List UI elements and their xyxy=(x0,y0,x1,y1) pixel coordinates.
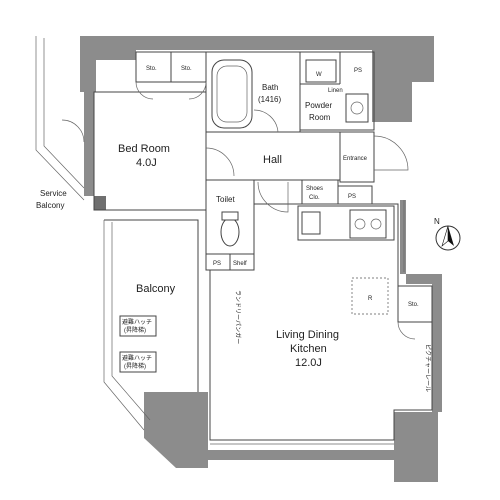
storage-2-label: Sto. xyxy=(181,66,192,72)
structural-walls xyxy=(80,36,442,482)
entrance-label: Entrance xyxy=(343,156,368,162)
washer-label: W xyxy=(316,72,322,78)
laundry-hanger-label: ランドリーパンガー xyxy=(234,290,242,344)
fridge-label: R xyxy=(368,296,373,302)
toilet-label: Toilet xyxy=(216,195,235,204)
bath-size: (1416) xyxy=(258,95,281,104)
picture-rail-label: ピクチャーレール xyxy=(424,344,431,392)
ps-2-label: PS xyxy=(348,194,356,200)
hatch-2-line1: 避難ハッチ xyxy=(122,354,152,362)
hatch-1-line2: (昇降梯) xyxy=(124,326,146,334)
shoes-closet-line1: Shoes xyxy=(306,186,323,192)
hatch-1-line1: 避難ハッチ xyxy=(122,318,152,326)
shoes-closet-line2: Clo. xyxy=(309,195,320,201)
powder-room-line2: Room xyxy=(309,113,331,122)
ldk-line2: Kitchen xyxy=(290,343,327,355)
hatch-2-line2: (昇降梯) xyxy=(124,362,146,370)
ps-1-label: PS xyxy=(354,68,362,74)
hall-label: Hall xyxy=(263,154,282,166)
partition-walls xyxy=(35,36,433,445)
doors xyxy=(61,81,416,340)
shelf-label: Shelf xyxy=(233,261,247,267)
service-balcony-line2: Balcony xyxy=(36,201,64,210)
bedroom-name: Bed Room xyxy=(118,143,170,155)
balcony-label: Balcony xyxy=(136,283,176,295)
bath-name: Bath xyxy=(262,83,278,92)
ps-3-label: PS xyxy=(213,261,221,267)
compass-north-label: N xyxy=(434,217,440,226)
powder-room-line1: Powder xyxy=(305,101,332,110)
linen-label: Linen xyxy=(328,88,343,94)
compass-icon: N xyxy=(434,217,461,251)
ldk-line1: Living Dining xyxy=(276,329,339,341)
service-balcony-line1: Service xyxy=(40,189,67,198)
bedroom-area: 4.0J xyxy=(136,157,157,169)
storage-1-label: Sto. xyxy=(146,66,157,72)
fixtures xyxy=(119,59,387,373)
ldk-area: 12.0J xyxy=(295,357,322,369)
storage-3-label: Sto. xyxy=(408,302,419,308)
